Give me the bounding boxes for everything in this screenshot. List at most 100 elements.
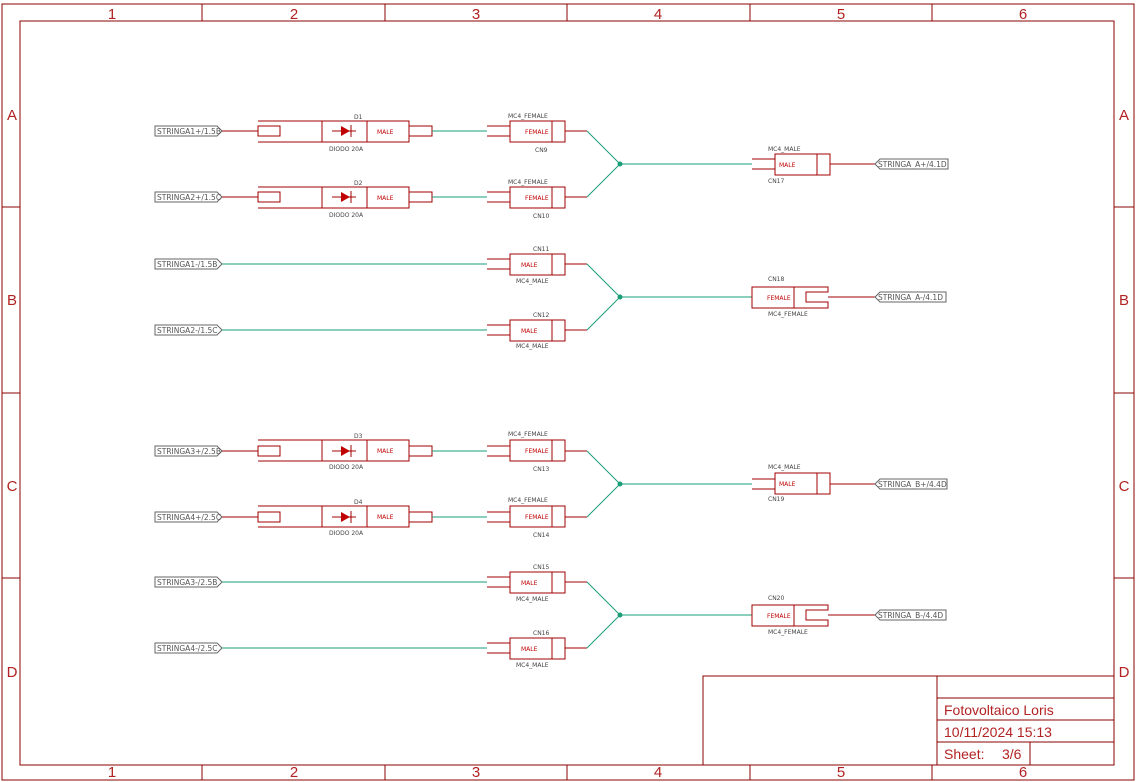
svg-text:MC4_FEMALE: MC4_FEMALE: [508, 113, 548, 120]
diode-pin-label: MALE: [377, 514, 394, 521]
diode-d2[interactable]: D2 DIODO 20A MALE: [222, 180, 433, 219]
svg-text:MC4_FEMALE: MC4_FEMALE: [768, 629, 808, 636]
connector-cn10[interactable]: MC4_FEMALE FEMALE CN10: [487, 179, 587, 220]
port-stringa2-plus[interactable]: STRINGA2+/1.5C: [154, 191, 223, 203]
svg-text:CN20: CN20: [768, 595, 784, 602]
svg-text:MC4_MALE: MC4_MALE: [516, 343, 549, 350]
port-stringa1-minus[interactable]: STRINGA1-/1.5B: [154, 258, 223, 270]
zone-col-1-bottom: 1: [108, 764, 116, 781]
svg-text:CN18: CN18: [768, 276, 784, 283]
svg-text:MC4_MALE: MC4_MALE: [516, 278, 549, 285]
project-title: Fotovoltaico Loris: [944, 702, 1054, 718]
sheet-label: Sheet:: [944, 746, 984, 762]
port-stringa1-plus[interactable]: STRINGA1+/1.5B: [154, 125, 223, 137]
diode-value: DIODO 20A: [329, 530, 364, 537]
svg-text:FEMALE: FEMALE: [525, 514, 549, 521]
zone-row-d-right: D: [1119, 664, 1130, 681]
zone-col-4-bottom: 4: [654, 764, 662, 781]
zone-col-1-top: 1: [108, 6, 116, 23]
net-string-a-minus: [586, 263, 752, 331]
connector-cn17[interactable]: MC4_MALE MALE CN17: [752, 146, 875, 185]
svg-text:STRINGA4-/2.5C: STRINGA4-/2.5C: [157, 644, 218, 653]
diode-d1[interactable]: D1 DIODO 20A MALE: [222, 114, 433, 153]
connector-cn19[interactable]: MC4_MALE MALE CN19: [752, 464, 875, 503]
net-string-a-plus: [586, 130, 752, 198]
svg-text:STRINGA_A+/4.1D: STRINGA_A+/4.1D: [878, 160, 947, 169]
zone-col-5-top: 5: [837, 6, 845, 23]
diode-value: DIODO 20A: [329, 464, 364, 471]
connector-cn12[interactable]: CN12 MALE MC4_MALE: [487, 312, 587, 350]
svg-text:STRINGA3-/2.5B: STRINGA3-/2.5B: [157, 578, 217, 587]
port-stringa3-plus[interactable]: STRINGA3+/2.5B: [154, 445, 223, 457]
diode-value: DIODO 20A: [329, 212, 364, 219]
svg-text:CN14: CN14: [533, 532, 549, 539]
svg-text:CN12: CN12: [533, 312, 549, 319]
svg-text:MALE: MALE: [521, 646, 538, 653]
svg-text:STRINGA3+/2.5B: STRINGA3+/2.5B: [157, 447, 221, 456]
svg-text:MALE: MALE: [779, 481, 796, 488]
port-stringa-b-minus[interactable]: STRINGA_B-/4.4D: [874, 609, 947, 621]
zone-row-a-left: A: [7, 107, 17, 124]
zone-col-2-top: 2: [290, 6, 298, 23]
port-stringa4-plus[interactable]: STRINGA4+/2.5C: [154, 511, 223, 523]
net-string-b-plus: [586, 450, 752, 518]
port-stringa2-minus[interactable]: STRINGA2-/1.5C: [154, 324, 223, 336]
connector-cn20[interactable]: CN20 FEMALE MC4_FEMALE: [751, 595, 875, 636]
connector-cn16[interactable]: CN16 MALE MC4_MALE: [487, 630, 587, 669]
svg-text:MC4_MALE: MC4_MALE: [768, 146, 801, 153]
svg-text:STRINGA4+/2.5C: STRINGA4+/2.5C: [157, 513, 221, 522]
port-stringa-a-minus[interactable]: STRINGA_A-/4.1D: [874, 291, 947, 303]
zone-col-3-top: 3: [472, 6, 480, 23]
net-string-b-minus: [586, 581, 752, 649]
svg-text:MALE: MALE: [521, 328, 538, 335]
svg-text:MALE: MALE: [521, 580, 538, 587]
port-stringa3-minus[interactable]: STRINGA3-/2.5B: [154, 576, 223, 588]
svg-text:MC4_MALE: MC4_MALE: [516, 662, 549, 669]
zone-col-5-bottom: 5: [837, 764, 845, 781]
svg-text:MC4_FEMALE: MC4_FEMALE: [508, 431, 548, 438]
column-ticks: [201, 4, 933, 780]
diode-ref: D4: [354, 499, 363, 506]
diode-d3[interactable]: D3 DIODO 20A MALE: [222, 433, 433, 471]
svg-text:FEMALE: FEMALE: [767, 295, 791, 302]
connector-cn11[interactable]: CN11 MALE MC4_MALE: [487, 246, 587, 285]
svg-text:CN16: CN16: [533, 630, 549, 637]
svg-text:STRINGA1+/1.5B: STRINGA1+/1.5B: [157, 127, 221, 136]
junction-dot: [617, 161, 623, 167]
svg-text:CN13: CN13: [533, 466, 549, 473]
junction-dot: [617, 481, 623, 487]
connector-cn9[interactable]: MC4_FEMALE FEMALE CN9: [487, 113, 587, 154]
connector-cn18[interactable]: CN18 FEMALE MC4_FEMALE: [751, 276, 875, 318]
zone-col-6-bottom: 6: [1019, 764, 1027, 781]
svg-text:CN17: CN17: [768, 178, 784, 185]
diode-d4[interactable]: D4 DIODO 20A MALE: [222, 499, 433, 537]
port-stringa4-minus[interactable]: STRINGA4-/2.5C: [154, 642, 223, 654]
svg-text:STRINGA_B-/4.4D: STRINGA_B-/4.4D: [878, 611, 943, 620]
svg-text:MALE: MALE: [779, 162, 796, 169]
connector-cn14[interactable]: MC4_FEMALE FEMALE CN14: [487, 497, 587, 539]
svg-text:STRINGA_B+/4.4D: STRINGA_B+/4.4D: [878, 480, 947, 489]
svg-text:CN9: CN9: [535, 147, 548, 154]
svg-text:FEMALE: FEMALE: [525, 129, 549, 136]
zone-labels-right: A B C D: [1119, 107, 1130, 681]
row-ticks: [2, 206, 1134, 579]
port-stringa-b-plus[interactable]: STRINGA_B+/4.4D: [874, 478, 948, 490]
svg-text:CN11: CN11: [533, 246, 549, 253]
connector-cn13[interactable]: MC4_FEMALE FEMALE CN13: [487, 431, 587, 473]
junction-dot: [617, 612, 623, 618]
zone-labels-bottom: 1 2 3 4 5 6: [108, 764, 1027, 781]
diode-ref: D3: [354, 433, 363, 440]
svg-text:STRINGA_A-/4.1D: STRINGA_A-/4.1D: [878, 293, 943, 302]
svg-text:MC4_MALE: MC4_MALE: [516, 596, 549, 603]
svg-text:CN15: CN15: [533, 564, 549, 571]
connector-cn15[interactable]: CN15 MALE MC4_MALE: [487, 564, 587, 603]
zone-row-b-left: B: [7, 292, 17, 309]
zone-row-b-right: B: [1119, 292, 1129, 309]
diode-pin-label: MALE: [377, 195, 394, 202]
zone-row-c-right: C: [1119, 478, 1130, 495]
outer-frame: [1, 3, 1135, 781]
svg-text:MC4_FEMALE: MC4_FEMALE: [508, 497, 548, 504]
port-stringa-a-plus[interactable]: STRINGA_A+/4.1D: [874, 158, 949, 170]
svg-text:MALE: MALE: [521, 262, 538, 269]
